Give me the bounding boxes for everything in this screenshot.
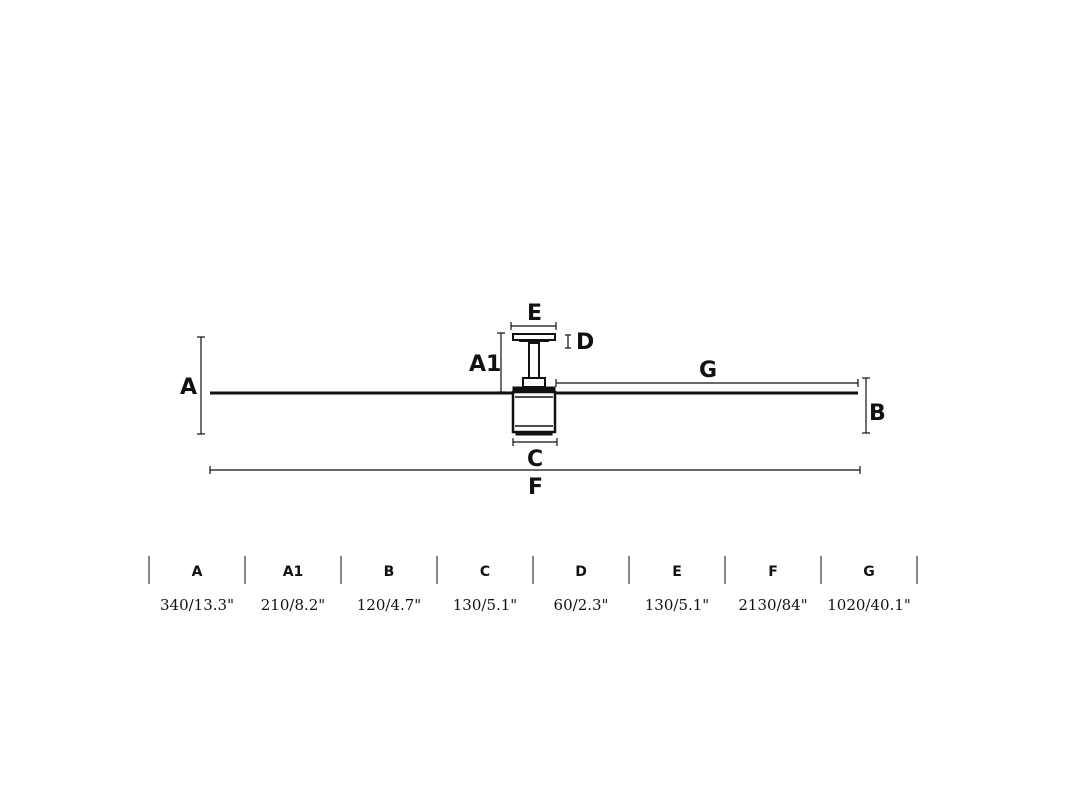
table-value-f: 2130/84" xyxy=(738,596,807,614)
dimension-a1-line xyxy=(497,332,505,393)
label-g: G xyxy=(699,358,717,383)
table-value-g: 1020/40.1" xyxy=(827,596,911,614)
table-column: A1 210/8.2" xyxy=(261,564,325,614)
dimension-lines xyxy=(197,322,870,474)
downrod xyxy=(528,342,540,379)
dimensions-table: A 340/13.3" A1 210/8.2" B 120/4.7" C 130… xyxy=(148,556,918,614)
table-header-e: E xyxy=(672,564,682,580)
table-header-c: C xyxy=(480,564,490,580)
ceiling-canopy xyxy=(512,333,556,341)
table-dividers xyxy=(148,556,918,584)
dimension-c-line xyxy=(512,438,558,446)
table-header-d: D xyxy=(575,564,587,580)
label-a1: A1 xyxy=(469,352,501,377)
table-column: G 1020/40.1" xyxy=(827,564,911,614)
dimension-g-line xyxy=(555,379,859,387)
motor-collar xyxy=(522,377,546,388)
table-value-c: 130/5.1" xyxy=(453,596,517,614)
label-e: E xyxy=(527,301,542,326)
dimension-e-line xyxy=(510,322,557,330)
table-value-e: 130/5.1" xyxy=(645,596,709,614)
dimension-b-line xyxy=(862,377,870,434)
label-b: B xyxy=(869,401,886,426)
label-d: D xyxy=(576,330,594,355)
table-column: C 130/5.1" xyxy=(453,564,517,614)
table-value-b: 120/4.7" xyxy=(357,596,421,614)
table-value-a1: 210/8.2" xyxy=(261,596,325,614)
table-header-a: A xyxy=(192,564,203,580)
table-header-g: G xyxy=(863,564,875,580)
label-c: C xyxy=(527,447,543,472)
table-column: D 60/2.3" xyxy=(554,564,609,614)
dimension-labels: A A1 B C D E F G xyxy=(180,301,886,500)
dimension-f-line xyxy=(209,466,861,474)
table-column: F 2130/84" xyxy=(738,564,807,614)
table-header-a1: A1 xyxy=(283,564,304,580)
table-column: A 340/13.3" xyxy=(160,564,234,614)
label-a: A xyxy=(180,375,197,400)
dimension-d-line xyxy=(565,334,571,349)
table-value-d: 60/2.3" xyxy=(554,596,609,614)
table-column: B 120/4.7" xyxy=(357,564,421,614)
table-value-a: 340/13.3" xyxy=(160,596,234,614)
table-header-b: B xyxy=(384,564,395,580)
fan-drawing xyxy=(210,333,858,436)
table-column: E 130/5.1" xyxy=(645,564,709,614)
dimension-a-line xyxy=(197,336,205,435)
label-f: F xyxy=(528,475,543,500)
table-header-f: F xyxy=(768,564,778,580)
